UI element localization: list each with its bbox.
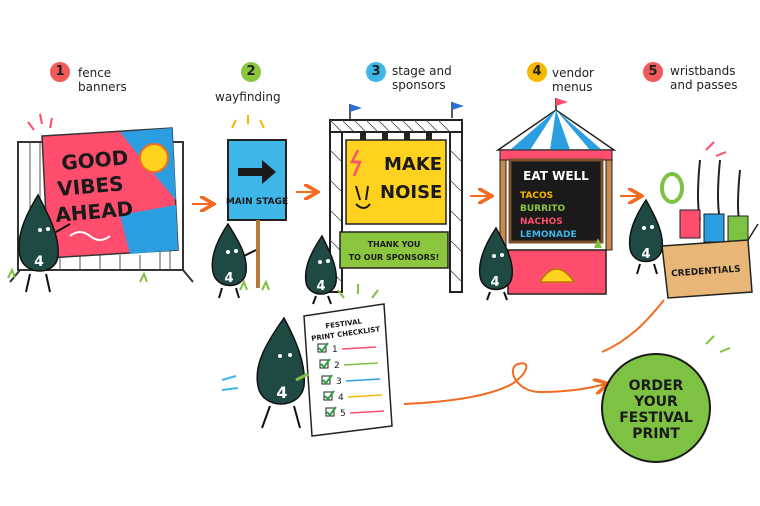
sponsor-line-1: THANK YOU: [368, 240, 421, 249]
pass-card-pink: [679, 209, 701, 239]
stage-flag-right: [452, 102, 464, 110]
checklist-item-3: 3: [336, 377, 342, 387]
menu-item-2: BURRITO: [520, 204, 566, 214]
flow-line-from-box: [601, 299, 665, 353]
sponsor-line-2: TO OUR SPONSORS!: [349, 253, 440, 262]
mascot-badge-1: 4: [34, 254, 44, 270]
banner-blue-bottom: [120, 205, 178, 254]
peace-hand-icon: [355, 185, 371, 209]
sign-sparkle-marks: [231, 115, 265, 129]
mascot-3: 4: [304, 234, 338, 305]
cta-line-4: PRINT: [632, 426, 680, 442]
stage-flag-left: [350, 104, 362, 112]
cta-line-3: FESTIVAL: [619, 410, 693, 426]
checklist-paper: [303, 303, 393, 437]
credentials-box: [661, 239, 753, 299]
sign-text: MAIN STAGE: [226, 197, 288, 207]
plant-icon: [594, 238, 602, 248]
sun-icon: [139, 143, 169, 173]
mascot-badge-4: 4: [490, 275, 499, 290]
banner-squiggle: [69, 231, 111, 241]
truss-left: [329, 131, 343, 293]
step-3-badge: 3: [366, 62, 386, 82]
step-2-label: wayfinding: [215, 90, 281, 104]
flow-arrow-loop: [403, 362, 606, 405]
step-2-badge: 2: [241, 62, 261, 82]
excitement-marks: [27, 113, 53, 131]
step-3-label: stage and sponsors: [392, 64, 452, 92]
checklist-item-2: 2: [334, 361, 340, 371]
menu-chalkboard: [508, 158, 604, 244]
stage-line-1: MAKE: [384, 154, 442, 175]
menu-item-3: NACHOS: [520, 217, 563, 227]
booth-flag: [556, 98, 568, 106]
step-1-label: fence banners: [78, 66, 127, 94]
step-4-label: vendor menus: [552, 66, 594, 94]
step-4-badge: 4: [527, 62, 547, 82]
stage-scene: MAKE NOISE THANK YOU TO OUR SPONSORS!: [329, 102, 464, 293]
step-5-label: wristbands and passes: [670, 64, 738, 92]
menu-title: EAT WELL: [523, 169, 589, 183]
fence-banner-scene: GOOD VIBES AHEAD: [7, 113, 194, 283]
awning-stripes: [510, 110, 602, 150]
checklist-item-4: 4: [338, 393, 344, 403]
mascot-badge-2: 4: [224, 271, 233, 286]
cta-circle: [601, 353, 711, 463]
taco-icon: [538, 268, 576, 283]
mascot-2: 4: [211, 222, 257, 299]
menu-item-4: LEMONADE: [520, 230, 577, 240]
truss-top: [329, 119, 463, 133]
vendor-booth-scene: EAT WELL TACOS BURRITO NACHOS LEMONADE: [495, 98, 617, 295]
cta-line-1: ORDER: [629, 378, 684, 394]
stage-screen: [345, 139, 447, 225]
mascot-4: 4: [478, 226, 514, 301]
mascot-5: 4: [628, 198, 664, 275]
pen-icon: [295, 372, 309, 382]
fence-feet: [9, 269, 194, 283]
pass-card-blue: [703, 213, 725, 243]
step-1-badge: 1: [50, 62, 70, 82]
stage-lights: [360, 132, 432, 140]
checklist-item-1: 1: [332, 345, 338, 355]
cta-line-2: YOUR: [633, 394, 678, 410]
checklist-rows: 1 2 3 4 5: [317, 342, 385, 419]
checklist-scene: FESTIVAL PRINT CHECKLIST 1 2 3 4 5: [303, 284, 393, 437]
wayfinding-scene: MAIN STAGE: [226, 115, 288, 291]
sponsor-banner: [339, 231, 449, 269]
banner-line-2: VIBES: [56, 171, 124, 201]
mascot-badge-checklist: 4: [276, 383, 287, 402]
wristband-icon: [660, 172, 684, 204]
wayfinding-sign: [227, 139, 287, 221]
grass-tufts: [7, 267, 148, 283]
arrow-right-icon: [238, 160, 276, 184]
lightning-icon: [349, 149, 362, 177]
stage-line-2: NOISE: [380, 182, 442, 203]
mascot-badge-3: 4: [316, 279, 325, 294]
step-5-badge: 5: [643, 62, 663, 82]
mascot-1: 4: [18, 193, 71, 293]
credentials-scene: CREDENTIALS: [649, 141, 759, 299]
box-label: CREDENTIALS: [671, 265, 741, 280]
mascot-checklist: 4: [221, 316, 309, 429]
checklist-item-5: 5: [340, 409, 346, 419]
truss-right: [449, 131, 463, 293]
order-cta: ORDER YOUR FESTIVAL PRINT: [601, 335, 731, 463]
menu-item-1: TACOS: [520, 191, 553, 201]
mascot-badge-5: 4: [641, 247, 650, 262]
banner-line-1: GOOD: [60, 145, 129, 175]
